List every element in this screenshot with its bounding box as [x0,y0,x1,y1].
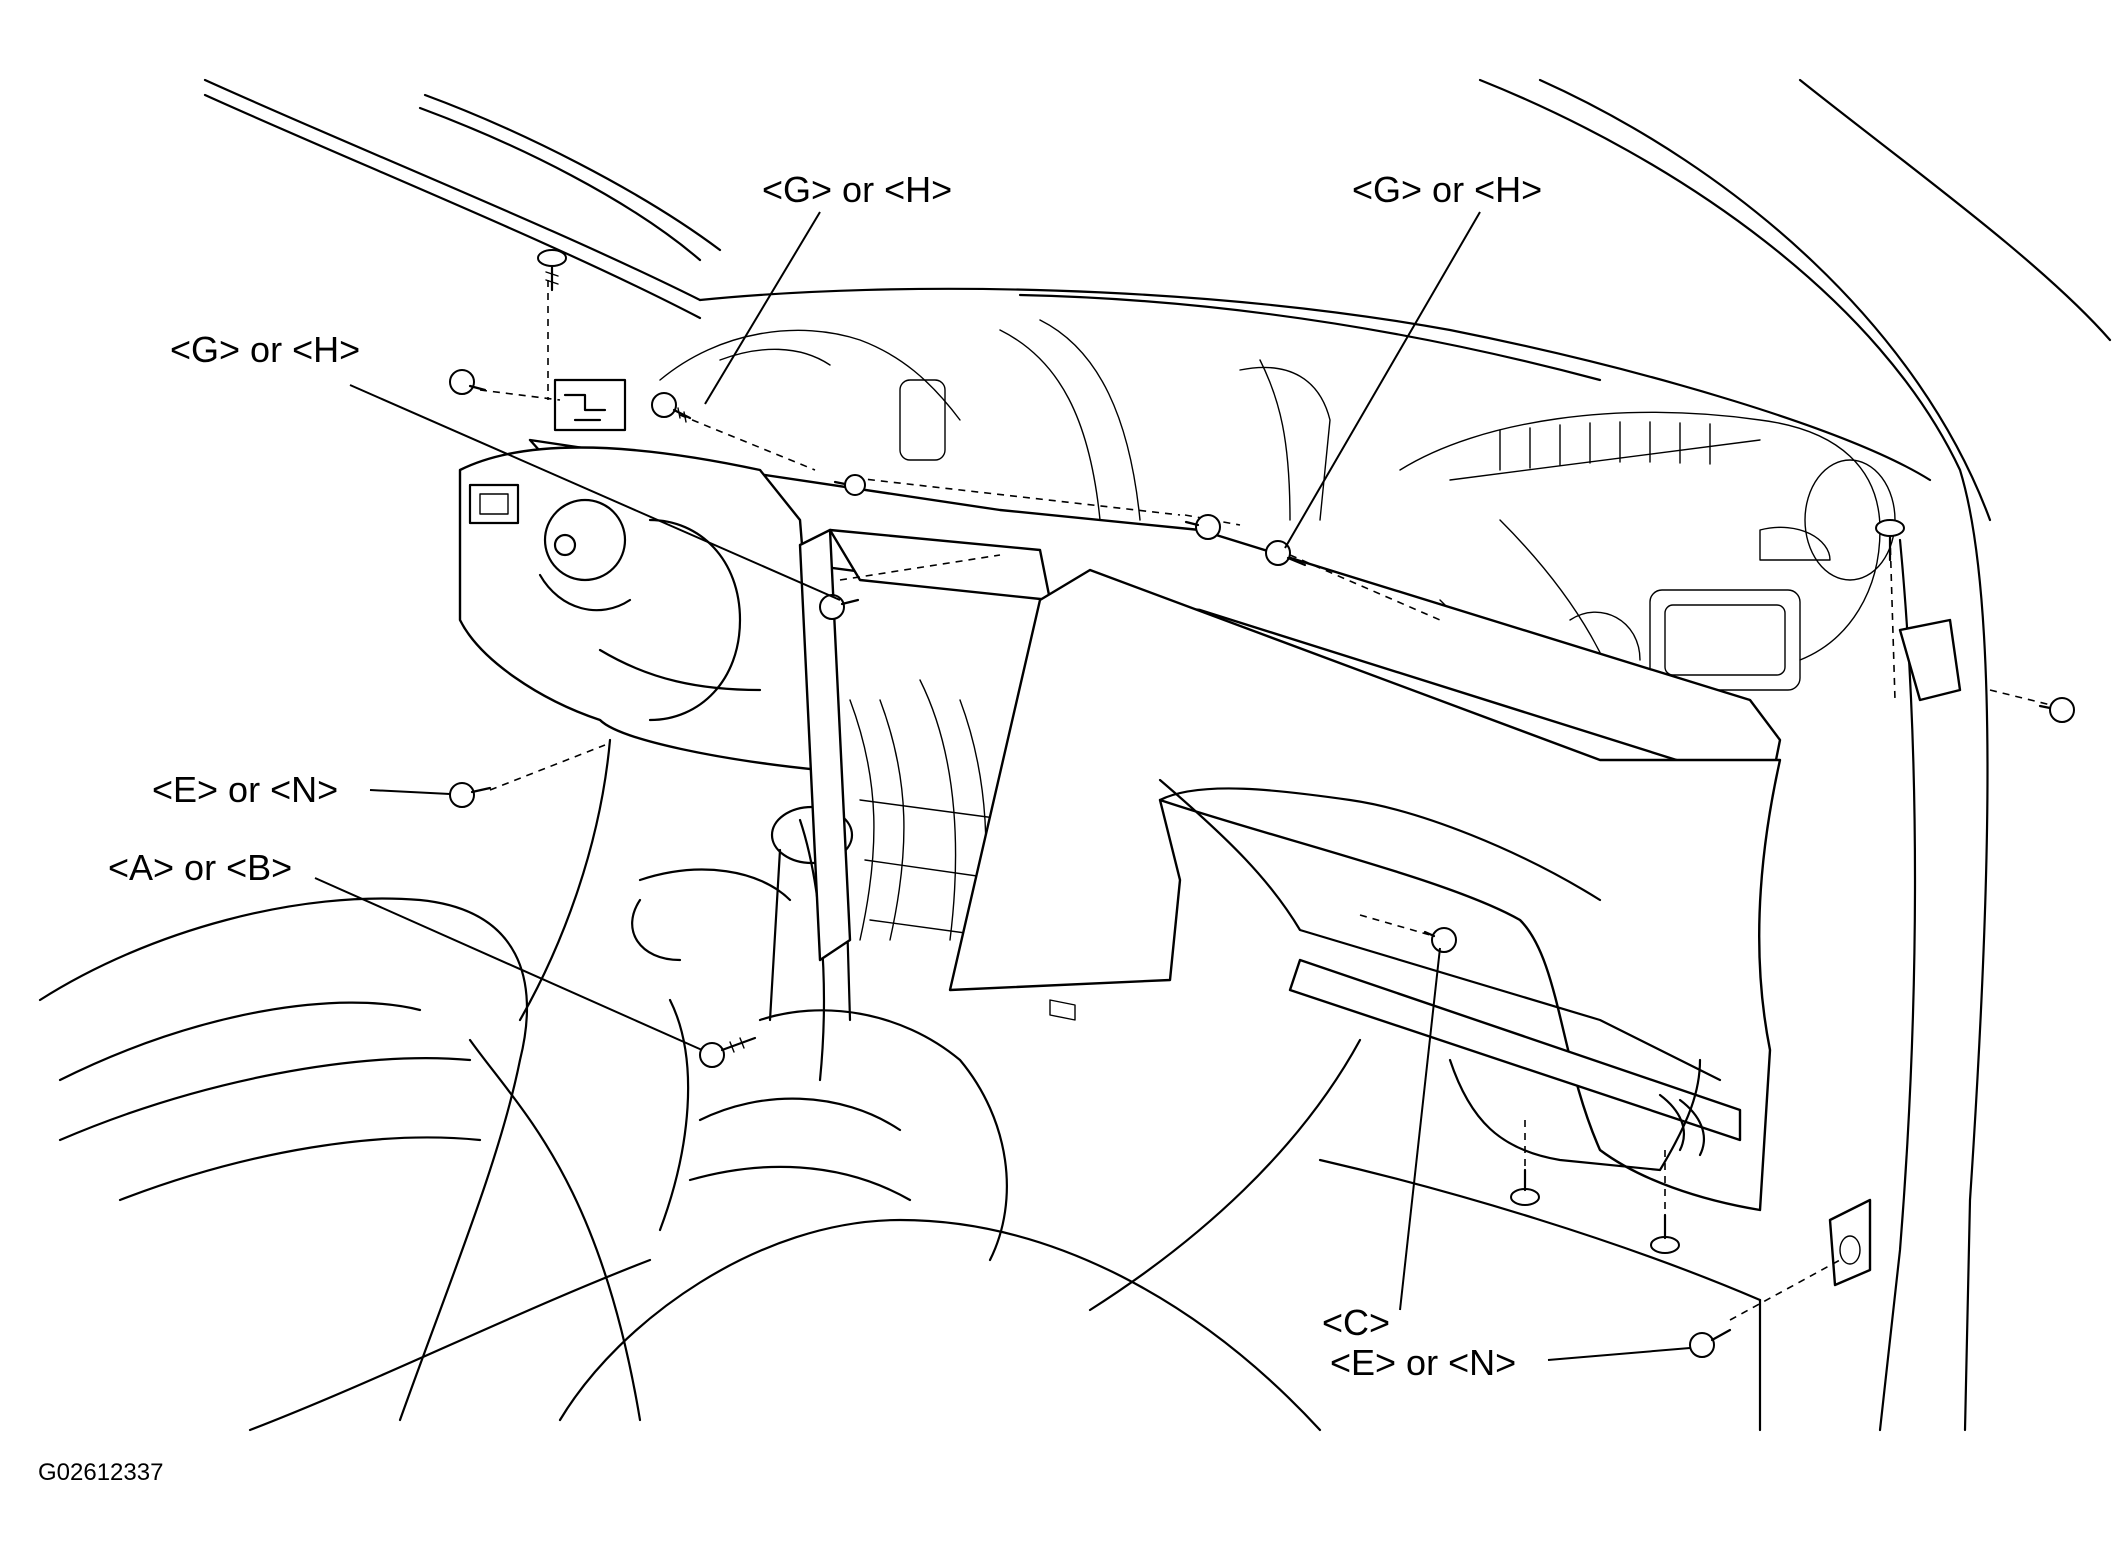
bolt-fastener-icon [1265,540,1307,567]
instrument-panel [458,438,1962,1287]
lower-panel [948,568,1782,1212]
label-e-or-n-right: <E> or <N> [1330,1342,1516,1383]
screw-fastener-icon [449,369,487,395]
label-g-or-h-left: <G> or <H> [170,329,360,370]
label-c: <C> [1322,1302,1390,1343]
screw-fastener-icon [819,594,860,620]
center-stack-frame [798,528,852,962]
clip-fastener-icon [1184,514,1221,540]
bolt-fastener-icon [699,1036,757,1068]
label-a-or-b: <A> or <B> [108,847,292,888]
label-e-or-n-left: <E> or <N> [152,769,338,810]
clip-fastener-icon [1650,1213,1680,1254]
callout-labels: <G> or <H> <G> or <H> <G> or <H> <E> or … [38,169,1542,1486]
bolt-fastener-icon [1689,1328,1732,1358]
label-g-or-h-top-center: <G> or <H> [762,169,952,210]
bolt-fastener-icon [1423,927,1457,953]
cluster-housing [458,446,822,772]
clip-fastener-icon [1510,1168,1540,1206]
bolt-fastener-icon [651,392,692,423]
bolt-fastener-icon [449,782,492,808]
dash-internal-structure [553,319,1896,941]
vehicle-body-outline [38,78,2112,1432]
fasteners [449,249,2075,1358]
fastener-guides [479,280,2056,1321]
leader-lines [314,211,1691,1361]
figure-code: G02612337 [38,1459,163,1486]
clip-fastener-icon [537,249,567,292]
clip-fastener-icon [1875,519,1905,562]
clip-fastener-icon [2038,697,2075,723]
label-g-or-h-top-right: <G> or <H> [1352,169,1542,210]
screw-fastener-icon [833,474,866,496]
